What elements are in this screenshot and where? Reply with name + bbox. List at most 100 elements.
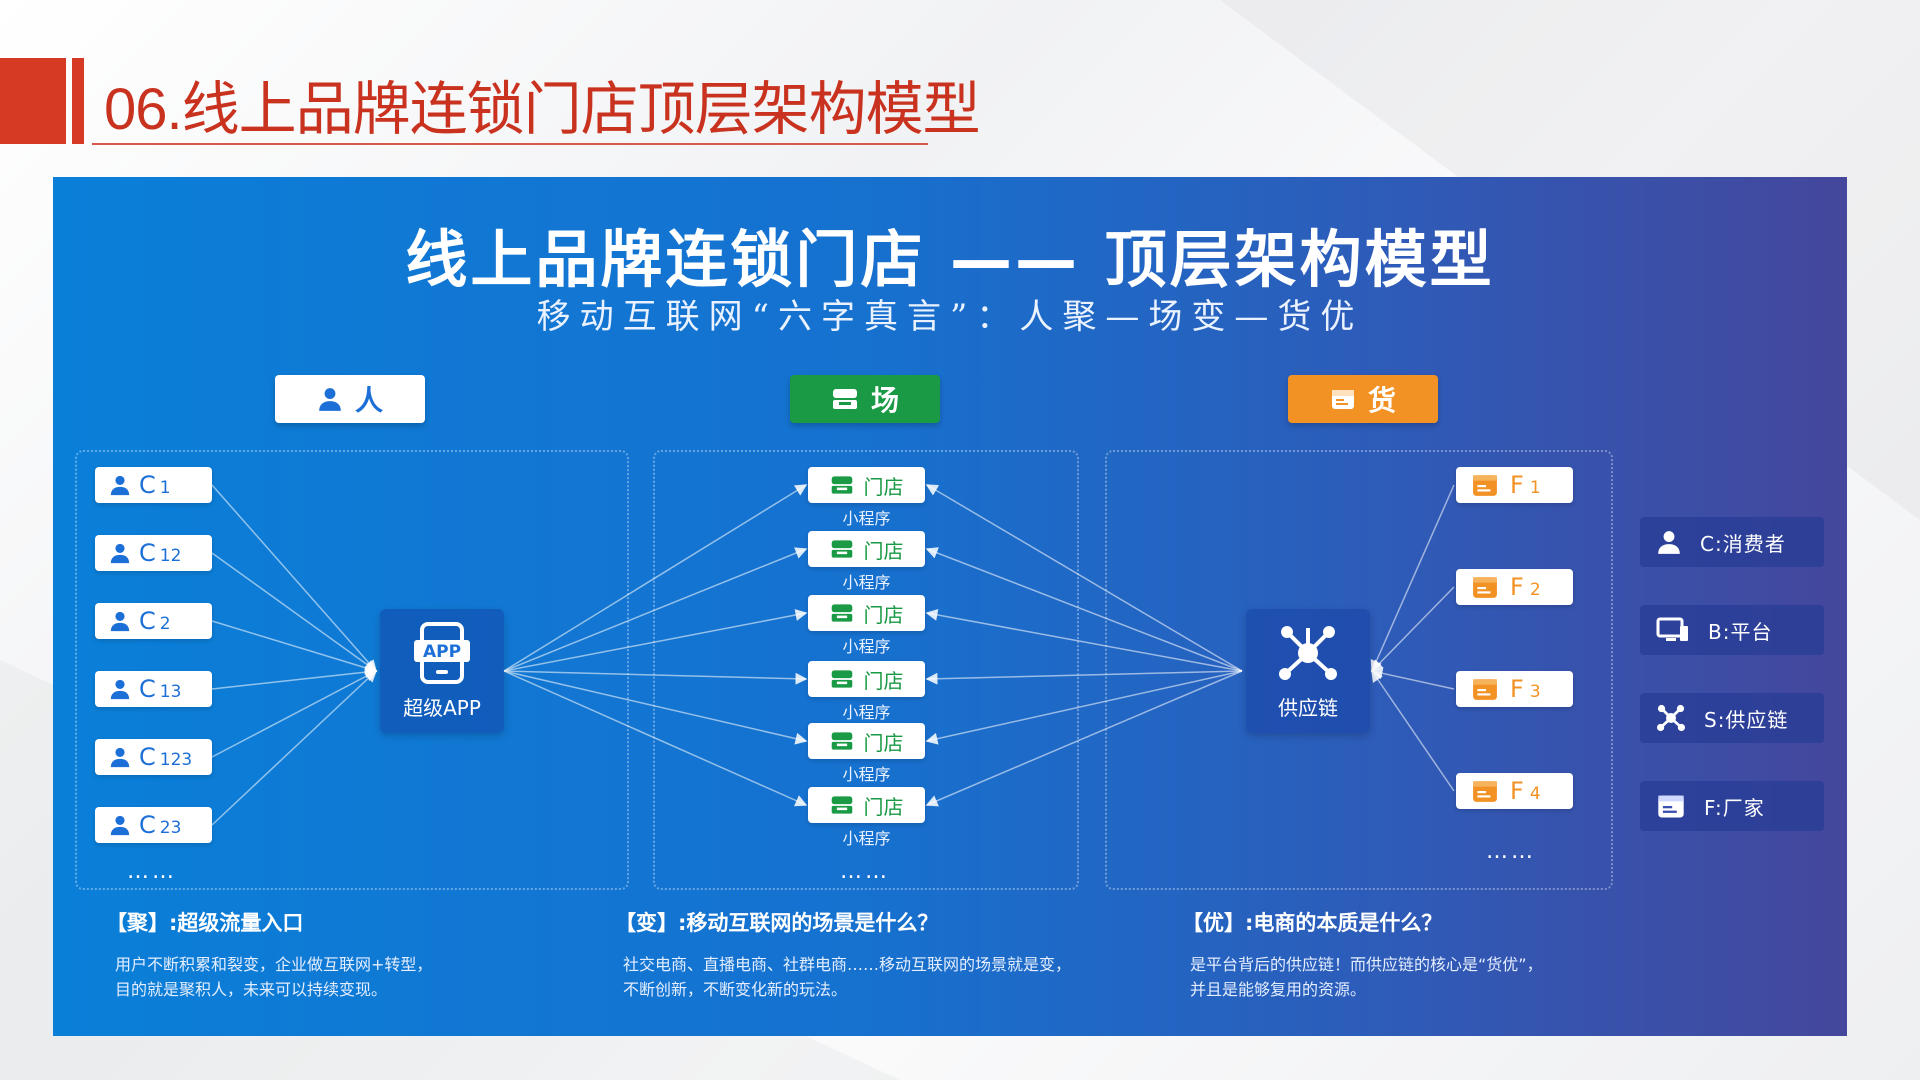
connector-line <box>925 547 1243 672</box>
user-icon <box>110 611 130 632</box>
factory-subscript: 2 <box>1529 580 1541 600</box>
store-caption: 小程序 <box>842 509 891 528</box>
user-icon <box>110 815 130 836</box>
panel-title: 线上品牌连锁门店 —— 顶层架构模型 <box>405 223 1495 296</box>
store-node: 门店 <box>808 787 925 823</box>
connector-line <box>503 670 808 745</box>
store-icon <box>831 540 852 558</box>
section-head-ren: 人 <box>275 375 425 423</box>
store-icon <box>831 796 852 814</box>
connector-line <box>925 484 1243 672</box>
user-icon <box>110 543 130 564</box>
super-app-hub: APP 超级APP <box>380 609 504 733</box>
store-icon <box>831 476 852 494</box>
zone-goods <box>1105 450 1613 890</box>
connector-line <box>503 670 808 807</box>
diagram-panel: 线上品牌连锁门店 —— 顶层架构模型 移动互联网“六字真言”：人聚—场变—货优 … <box>53 177 1847 1036</box>
consumer-subscript: 13 <box>159 682 182 702</box>
note-body-bian: 社交电商、直播电商、社群电商……移动互联网的场景就是变， 不断创新，不断变化新的… <box>623 952 1071 1002</box>
factory-ellipsis: …… <box>1486 839 1536 864</box>
user-icon <box>110 475 130 496</box>
consumer-label: C <box>139 607 156 635</box>
user-icon <box>110 679 130 700</box>
page-title: 06.线上品牌连锁门店顶层架构模型 <box>104 77 981 142</box>
consumer-label: C <box>139 743 156 771</box>
user-icon <box>1658 531 1680 554</box>
connector-line <box>925 670 1243 685</box>
connector-line <box>503 670 808 685</box>
store-caption: 小程序 <box>842 637 891 656</box>
connector-line <box>211 670 378 758</box>
store-node: 门店 <box>808 661 925 697</box>
store-node: 门店 <box>808 723 925 759</box>
zone-people <box>75 450 629 890</box>
legend-consumer: C:消费者 <box>1640 517 1824 567</box>
store-node: 门店 <box>808 467 925 503</box>
store-icon <box>831 670 852 688</box>
legend-label: F:厂家 <box>1704 795 1765 820</box>
store-label: 门店 <box>863 602 904 627</box>
connector-line <box>1370 586 1455 673</box>
legend-factory: F:厂家 <box>1640 781 1824 831</box>
consumer-label: C <box>139 471 156 499</box>
consumer-ellipsis: …… <box>127 859 177 884</box>
store-label: 门店 <box>863 474 904 499</box>
note-body-ju: 用户不断积累和裂变，企业做互联网+转型， 目的就是聚积人，未来可以持续变现。 <box>115 952 432 1002</box>
monitor-icon <box>1656 617 1688 641</box>
consumer-label: C <box>139 675 156 703</box>
connector-line <box>211 666 378 690</box>
connector-line <box>211 552 378 672</box>
title-accent-bar <box>72 58 84 144</box>
store-ellipsis: …… <box>840 859 890 884</box>
zone-scene <box>653 450 1079 890</box>
legend-supply-chain: S:供应链 <box>1640 693 1824 743</box>
note-title-you: 【优】:电商的本质是什么？ <box>1182 911 1443 935</box>
note-line: 目的就是聚积人，未来可以持续变现。 <box>115 980 388 999</box>
connector-line <box>1370 667 1455 690</box>
note-body-you: 是平台背后的供应链！而供应链的核心是“货优”， 并且是能够复用的资源。 <box>1190 952 1543 1002</box>
legend-label: S:供应链 <box>1704 707 1789 732</box>
consumer-label: C <box>139 539 156 567</box>
consumer-subscript: 12 <box>159 546 182 566</box>
factory-label: F <box>1510 777 1524 805</box>
legend-label: C:消费者 <box>1700 531 1786 556</box>
supply-chain-hub: 供应链 <box>1246 609 1370 733</box>
store-caption: 小程序 <box>842 703 891 722</box>
connector-line <box>211 484 377 673</box>
store-caption: 小程序 <box>842 765 891 784</box>
note-line: 不断创新，不断变化新的玩法。 <box>623 980 848 999</box>
factory-subscript: 4 <box>1529 784 1541 804</box>
note-title-bian: 【变】:移动互联网的场景是什么？ <box>615 911 939 935</box>
box-icon <box>1473 679 1497 700</box>
section-head-label: 人 <box>354 384 383 417</box>
store-node: 门店 <box>808 595 925 631</box>
section-head-chang: 场 <box>790 375 940 423</box>
app-badge: APP <box>423 642 461 662</box>
supply-chain-label: 供应链 <box>1278 695 1338 720</box>
factory-label: F <box>1510 573 1524 601</box>
connector-line <box>1370 484 1455 673</box>
note-line: 用户不断积累和裂变，企业做互联网+转型， <box>115 955 433 974</box>
network-icon <box>1657 704 1685 732</box>
consumer-subscript: 23 <box>159 818 182 838</box>
title-accent-block <box>0 58 66 144</box>
connector-line <box>925 670 1243 807</box>
factory-subscript: 1 <box>1529 478 1541 498</box>
connector-line <box>503 484 808 672</box>
store-caption: 小程序 <box>842 573 891 592</box>
consumer-subscript: 2 <box>159 614 171 634</box>
note-title-ju: 【聚】:超级流量入口 <box>106 911 304 935</box>
store-label: 门店 <box>863 538 904 563</box>
connector-lines <box>211 484 1455 826</box>
box-icon <box>1331 390 1354 409</box>
connector-line <box>1371 669 1455 792</box>
connector-line <box>925 609 1243 672</box>
store-label: 门店 <box>863 794 904 819</box>
